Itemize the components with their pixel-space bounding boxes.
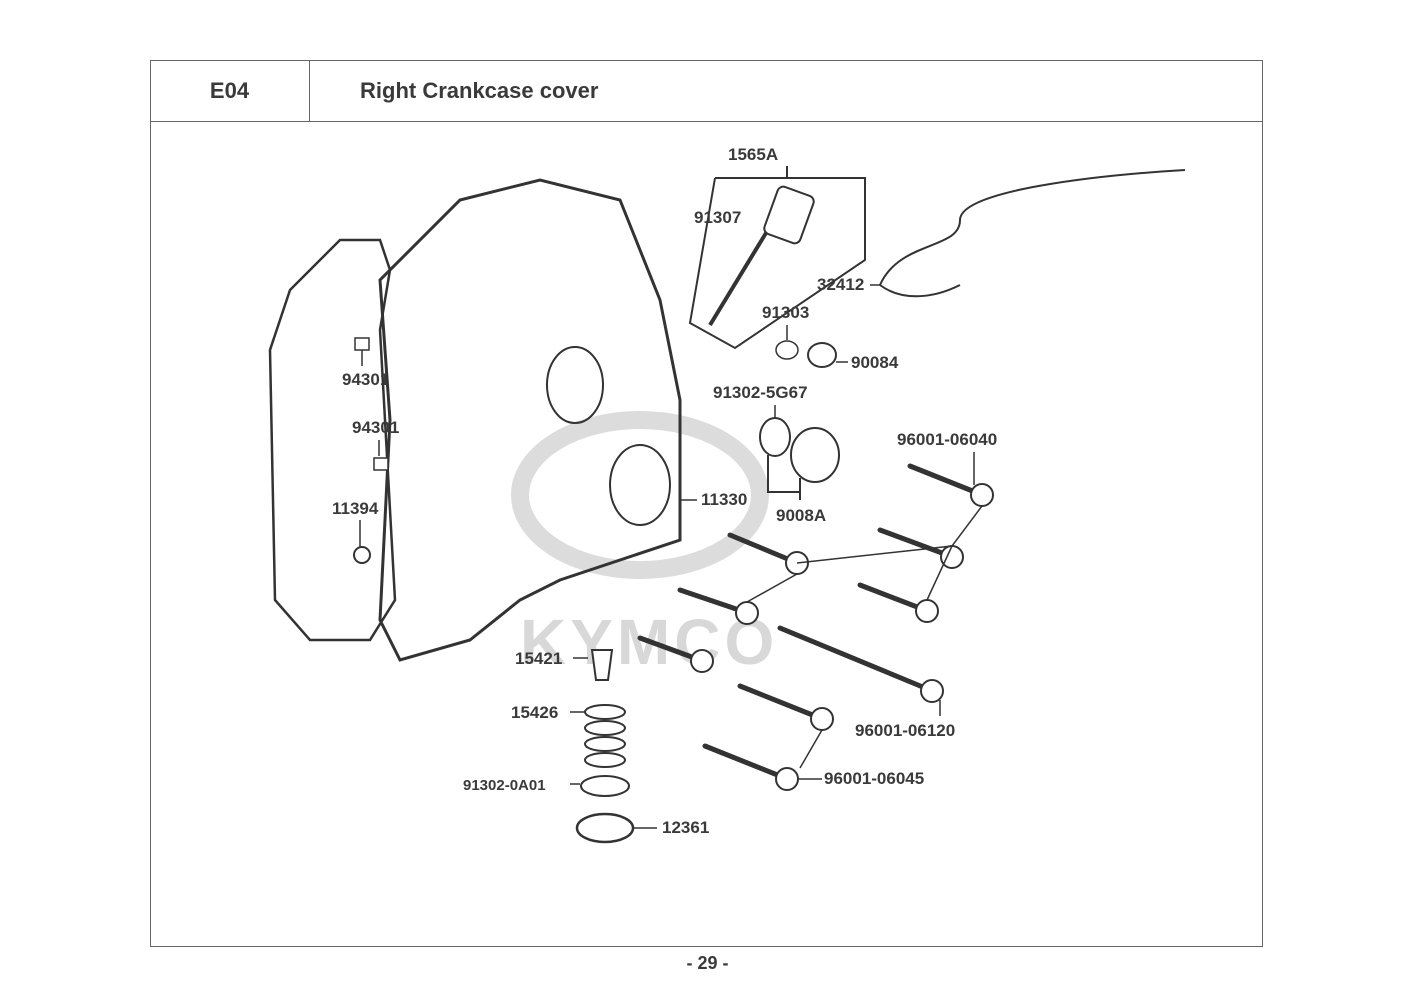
- dipstick-bracket: [688, 177, 866, 350]
- label-15421: 15421: [515, 649, 563, 668]
- plug-90084: [807, 342, 837, 368]
- label-11394: 11394: [332, 499, 379, 518]
- seal-11394: [353, 546, 371, 564]
- label-90084: 90084: [851, 353, 899, 372]
- page-title: Right Crankcase cover: [310, 60, 1263, 122]
- label-1565A: 1565A: [728, 145, 779, 164]
- label-91302-0A01: 91302-0A01: [463, 777, 546, 794]
- crankcase-cover: [378, 178, 682, 662]
- label-12361: 12361: [662, 818, 710, 837]
- cap-12361: [575, 812, 635, 844]
- plug-9008A: [790, 427, 840, 483]
- oring-91303: [775, 340, 799, 360]
- label-91303: 91303: [762, 303, 810, 322]
- dowel-94301-b: [373, 457, 389, 471]
- oring-91302-5G67: [759, 417, 791, 457]
- label-94301-upper: 94301: [342, 370, 390, 389]
- section-code: E04: [150, 60, 310, 122]
- cover-bearing-top: [546, 346, 604, 424]
- label-91302-5G67: 91302-5G67: [713, 383, 808, 402]
- bolts: [637, 463, 983, 781]
- label-96001-06040: 96001-06040: [897, 430, 998, 449]
- label-11330: 11330: [701, 490, 748, 509]
- cable-32412: [879, 169, 1186, 298]
- label-32412: 32412: [817, 275, 865, 294]
- dowel-94301-a: [354, 337, 370, 351]
- page-number: - 29 -: [686, 953, 729, 973]
- label-91307: 91307: [694, 208, 742, 227]
- cover-bearing-bottom: [609, 444, 671, 526]
- gasket-outline: [268, 238, 397, 642]
- watermark-ring: [511, 411, 769, 579]
- label-96001-06120: 96001-06120: [855, 721, 956, 740]
- label-9008A: 9008A: [776, 506, 827, 525]
- label-15426: 15426: [511, 703, 559, 722]
- dipstick-cap: [763, 185, 815, 245]
- oring-91302-0A01: [580, 775, 630, 797]
- strainer-15421: [590, 649, 614, 681]
- label-96001-06045: 96001-06045: [824, 769, 925, 788]
- label-94301-lower: 94301: [352, 418, 400, 437]
- page-frame: [150, 60, 1263, 947]
